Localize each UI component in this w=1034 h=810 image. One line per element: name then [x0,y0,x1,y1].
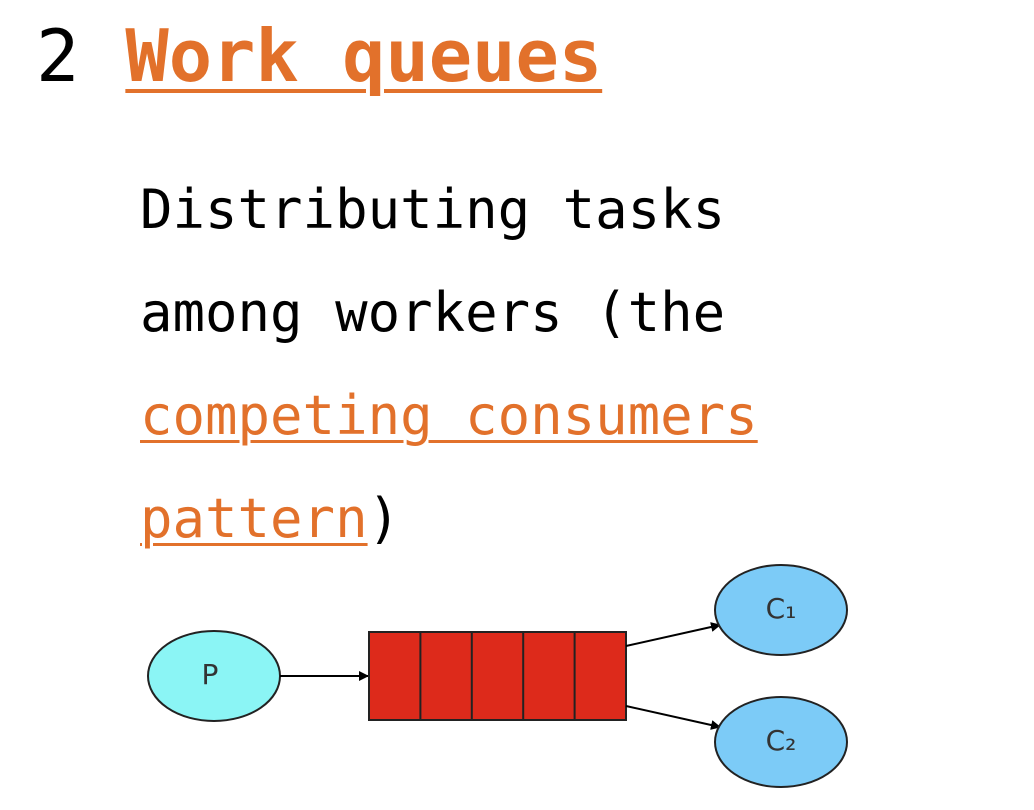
consumer-1-label: C₁ [766,592,797,625]
section-heading: 2 Work queues [36,12,602,100]
competing-consumers-link[interactable]: competing consumers [140,384,758,447]
work-queue-diagram: P C₁ C₂ [147,564,848,788]
description-line-2: among workers (the [140,281,726,344]
consumer-1-node: C₁ [714,564,848,656]
section-number: 2 [36,14,80,98]
consumer-2-label: C₂ [766,724,797,757]
section-title-link[interactable]: Work queues [125,14,603,98]
message-queue [368,631,627,721]
producer-node: P [147,630,281,722]
queue-to-consumer1-arrow [625,622,721,647]
pattern-link[interactable]: pattern [140,487,368,550]
consumer-2-node: C₂ [714,696,848,788]
description-line-1: Distributing tasks [140,178,726,241]
closing-paren: ) [367,487,401,550]
queue-to-consumer2-arrow [625,705,721,730]
section-description: Distributing tasks among workers (the co… [140,158,900,570]
producer-label: P [202,658,219,691]
